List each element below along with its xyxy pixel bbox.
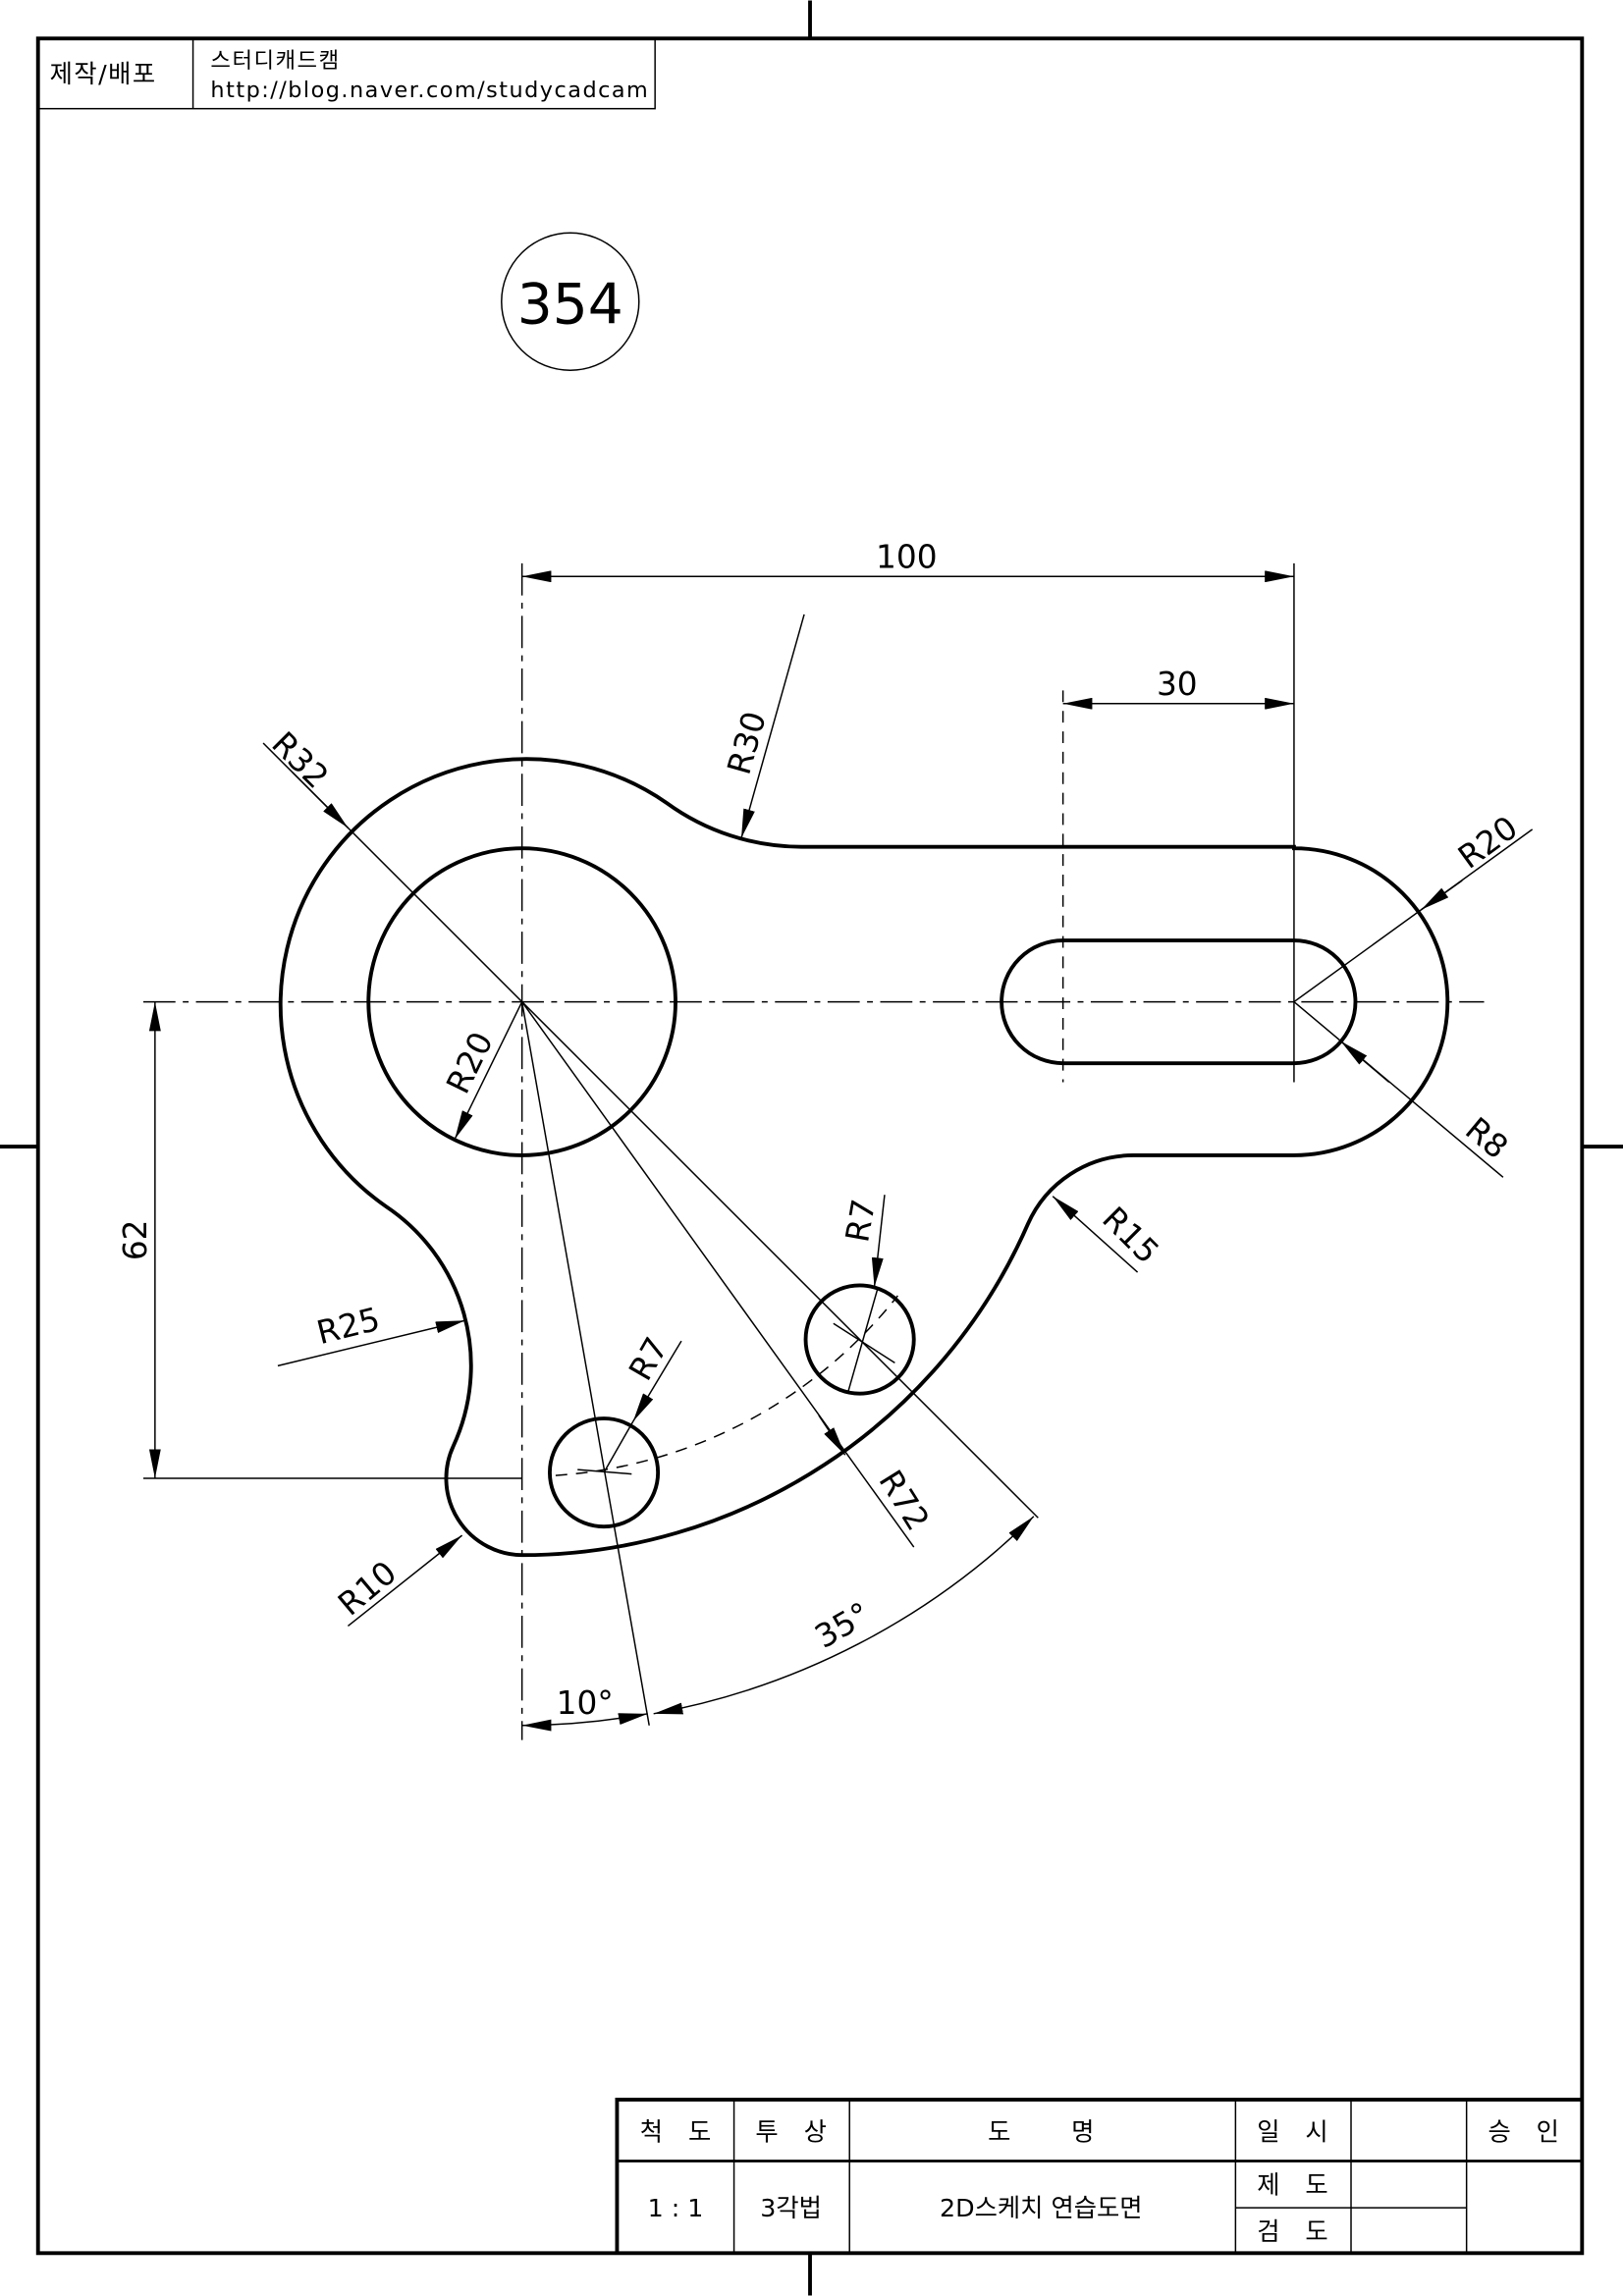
- svg-text:R15: R15: [1095, 1200, 1165, 1270]
- svg-text:R30: R30: [721, 708, 774, 778]
- svg-text:R72: R72: [872, 1464, 937, 1537]
- dimension-30: 30: [1062, 666, 1294, 710]
- bore-r20: [366, 846, 677, 1157]
- part-outline: [278, 757, 1450, 1558]
- header-url: http://blog.naver.com/studycadcam: [210, 78, 649, 103]
- svg-text:R10: R10: [331, 1554, 404, 1624]
- center-lines: [142, 562, 1485, 1740]
- dimension-r15: R15: [1052, 1196, 1166, 1273]
- dimension-62: 62: [117, 1001, 522, 1479]
- title-block: 척 도 투 상 도 명 일 시 승 인 1 : 1 3각법 2D스케치 연습도면…: [615, 2098, 1583, 2254]
- drawing-number: 354: [517, 273, 623, 338]
- dimension-r7-upper: R7: [839, 1195, 886, 1288]
- hole-r7-lower: [547, 1416, 661, 1529]
- dimension-r25: R25: [277, 1301, 465, 1367]
- svg-text:R7: R7: [839, 1197, 883, 1246]
- header-label: 제작/배포: [50, 60, 157, 88]
- approve-label: 승 인: [1488, 2118, 1559, 2147]
- date-label: 일 시: [1257, 2118, 1327, 2147]
- dimension-r7-lower: R7: [603, 1331, 682, 1473]
- name-label: 도 명: [988, 2118, 1094, 2147]
- drawing-name-value: 2D스케치 연습도면: [940, 2194, 1143, 2222]
- svg-text:R32: R32: [264, 724, 335, 795]
- dimension-r30: R30: [721, 614, 805, 838]
- scale-value: 1 : 1: [648, 2194, 704, 2222]
- svg-text:R20: R20: [1451, 809, 1524, 877]
- dimension-r32: R32: [262, 724, 523, 1003]
- hole-r7-upper: [803, 1283, 916, 1396]
- dimension-r72: R72: [521, 1001, 937, 1548]
- header-author: 스터디캐드캠: [210, 48, 340, 74]
- svg-text:10°: 10°: [557, 1684, 614, 1722]
- drawn-label: 제 도: [1257, 2170, 1327, 2199]
- svg-text:R7: R7: [622, 1331, 676, 1387]
- projection-value: 3각법: [760, 2194, 822, 2222]
- dimension-r10: R10: [331, 1534, 463, 1628]
- dimension-angle-10: 10°: [520, 1001, 650, 1732]
- dimension-r20-inner: R20: [439, 1001, 523, 1140]
- svg-text:R8: R8: [1458, 1110, 1515, 1166]
- checked-label: 검 도: [1257, 2217, 1327, 2246]
- dimension-100: 100: [521, 538, 1294, 583]
- svg-text:100: 100: [876, 538, 938, 575]
- drawing-number-circle: [501, 232, 640, 371]
- scale-label: 척 도: [640, 2118, 711, 2147]
- svg-text:62: 62: [117, 1219, 154, 1260]
- projection-label: 투 상: [755, 2118, 826, 2147]
- svg-text:35°: 35°: [809, 1595, 877, 1656]
- svg-text:30: 30: [1157, 666, 1198, 703]
- header-box: 제작/배포 스터디캐드캠 http://blog.naver.com/study…: [36, 37, 656, 110]
- svg-text:R25: R25: [313, 1301, 384, 1352]
